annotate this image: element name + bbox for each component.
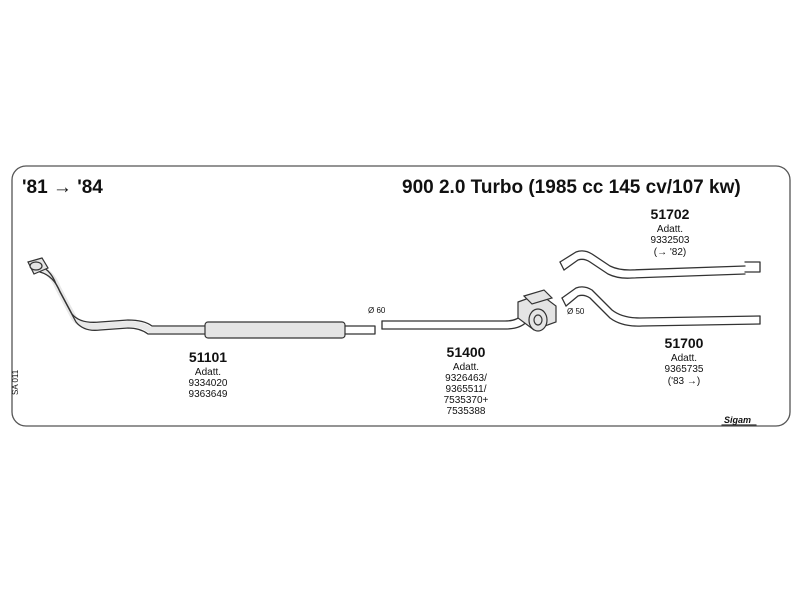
part-label: Adatt. [195, 367, 221, 378]
year-range: '81 → '84 [22, 177, 103, 198]
part-ref: 9332503 [651, 235, 690, 246]
diagram-frame [11, 165, 791, 427]
part-label: Adatt. [453, 362, 479, 373]
part-code: 51702 [651, 206, 690, 222]
diameter-rear: Ø 50 [567, 307, 585, 316]
brand-logo: Sigam [721, 415, 757, 426]
label-51700: 51700 Adatt. 9365735 ('83 →) [665, 335, 704, 387]
tail-pipe-51702 [559, 250, 761, 279]
part-label: Adatt. [657, 224, 683, 235]
label-51702: 51702 Adatt. 9332503 (→ '82) [651, 206, 690, 258]
label-51101: 51101 Adatt. 9334020 9363649 [189, 349, 228, 400]
part-ref: (→ '82) [654, 247, 686, 258]
part-ref: 9365511/ [446, 384, 487, 395]
part-code: 51700 [665, 335, 704, 351]
part-label: Adatt. [671, 353, 697, 364]
front-silencer [204, 321, 346, 339]
part-ref: 7535370+ [444, 395, 489, 406]
part-ref: 9363649 [189, 389, 228, 400]
part-code: 51101 [189, 349, 227, 365]
tail-pipe-51700 [561, 286, 761, 327]
front-pipe-51101 [27, 257, 376, 339]
brand-logo-text: Sigam [724, 415, 751, 425]
mid-pipe-51400 [381, 289, 557, 332]
model-title: 900 2.0 Turbo (1985 cc 145 cv/107 kw) [402, 177, 741, 198]
diameter-front: Ø 60 [368, 306, 386, 315]
part-ref: 9326463/ [445, 373, 487, 384]
side-code: SA 011 [11, 369, 20, 395]
part-ref: 9365735 [665, 364, 704, 375]
label-51400: 51400 Adatt. 9326463/ 9365511/ 7535370+ … [444, 344, 489, 417]
part-ref: ('83 →) [668, 376, 700, 387]
part-ref: 7535388 [447, 406, 486, 417]
part-code: 51400 [447, 344, 486, 360]
part-ref: 9334020 [189, 378, 228, 389]
